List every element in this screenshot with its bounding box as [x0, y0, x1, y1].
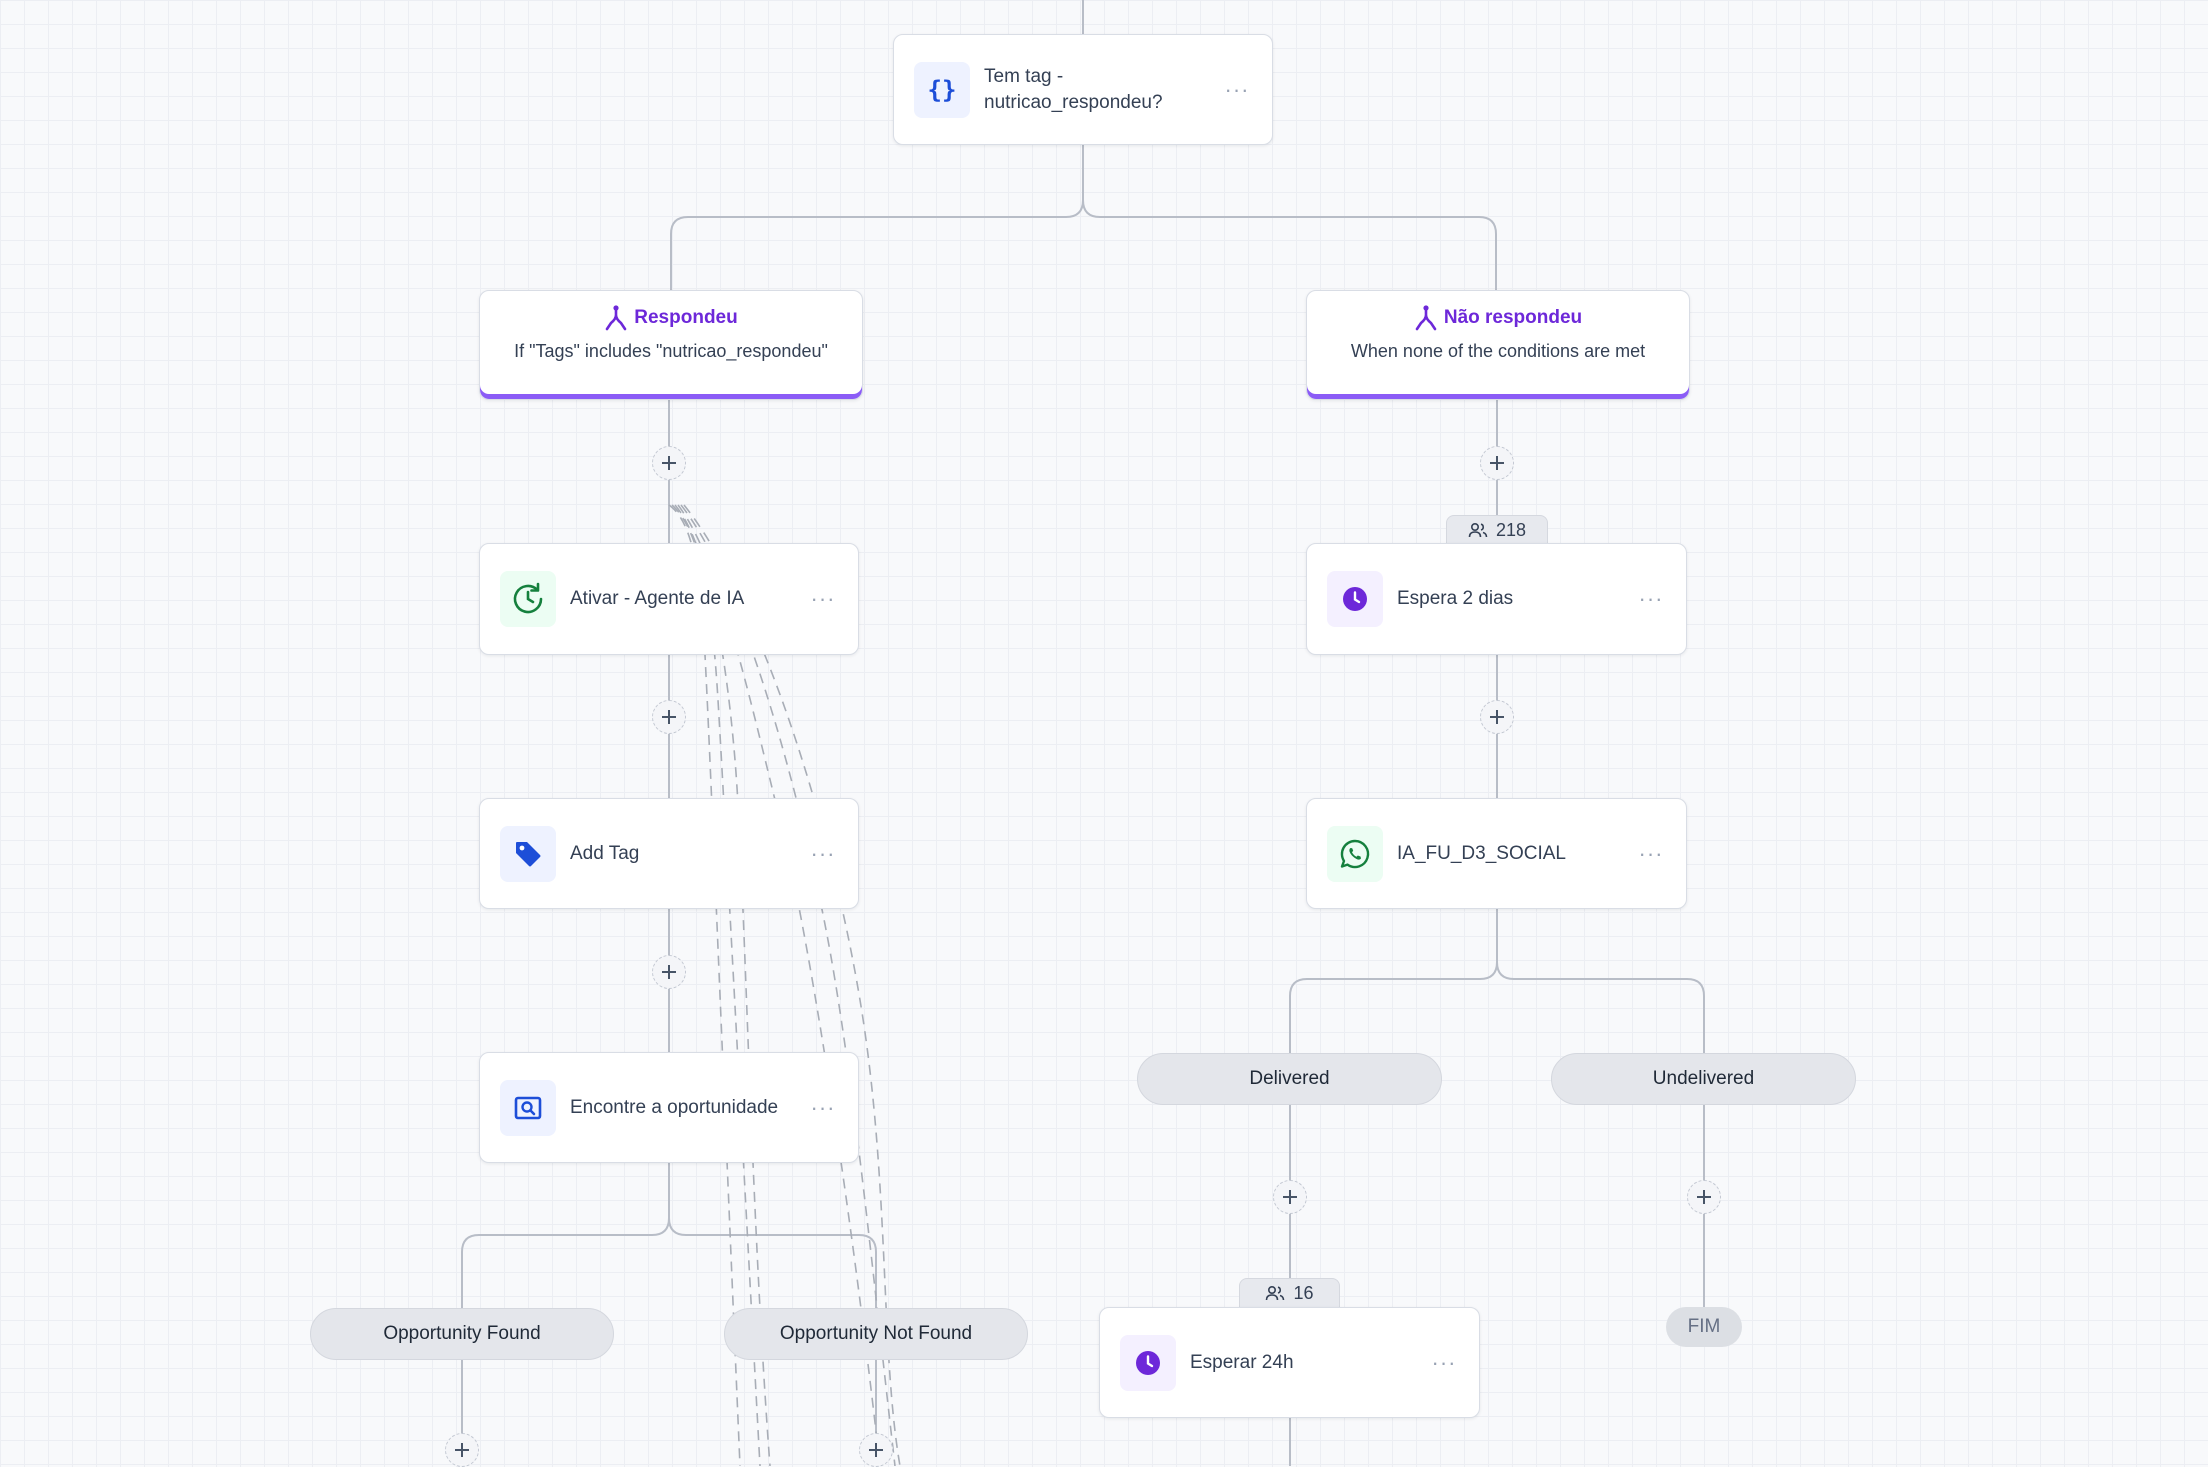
outcome-undelivered[interactable]: Undelivered: [1551, 1053, 1856, 1105]
search-box-icon: [500, 1079, 556, 1136]
node-label: Ativar - Agente de IA: [570, 588, 745, 610]
outcome-opportunity-not-found[interactable]: Opportunity Not Found: [724, 1308, 1028, 1360]
clock-icon: [1120, 1334, 1176, 1391]
branch-title-row: Não respondeu: [1307, 305, 1689, 331]
contacts-waiting-badge: 218: [1446, 515, 1548, 544]
branch-nao-respondeu[interactable]: Não respondeu When none of the condition…: [1306, 290, 1690, 400]
plus-icon: [1697, 1190, 1711, 1204]
node-label: Encontre a oportunidade: [570, 1096, 779, 1118]
outcome-opportunity-found[interactable]: Opportunity Found: [310, 1308, 614, 1360]
branch-title-row: Respondeu: [480, 305, 862, 331]
outcome-delivered[interactable]: Delivered: [1137, 1053, 1442, 1105]
branch-condition: When none of the conditions are met: [1350, 341, 1646, 361]
more-options-icon[interactable]: ···: [810, 840, 836, 866]
node-label: Esperar 24h: [1190, 1351, 1294, 1373]
more-options-icon[interactable]: ···: [1224, 76, 1250, 102]
action-node-encontre-oportunidade[interactable]: Encontre a oportunidade ···: [479, 1052, 859, 1163]
branch-condition: If "Tags" includes "nutricao_respondeu": [514, 341, 828, 361]
action-node-ativar-agente[interactable]: Ativar - Agente de IA ···: [479, 543, 859, 655]
plus-icon: [869, 1443, 883, 1457]
clock-refresh-icon: [500, 571, 556, 627]
end-node-fim[interactable]: FIM: [1666, 1307, 1742, 1347]
node-label: Add Tag: [570, 842, 640, 864]
contacts-waiting-badge: 16: [1239, 1278, 1340, 1307]
wait-node-esperar-24h[interactable]: Esperar 24h ···: [1099, 1307, 1480, 1418]
node-label: Espera 2 dias: [1397, 588, 1514, 610]
condition-label-line1: Tem tag -: [984, 65, 1064, 87]
plus-icon: [1490, 710, 1504, 724]
more-options-icon[interactable]: ···: [1638, 586, 1664, 611]
add-step-button[interactable]: [652, 700, 686, 734]
add-step-button[interactable]: [859, 1433, 893, 1467]
more-options-icon[interactable]: ···: [1431, 1349, 1457, 1375]
users-icon: [1266, 1285, 1285, 1301]
wait-node-espera-2-dias[interactable]: Espera 2 dias ···: [1306, 543, 1687, 655]
clock-icon: [1327, 571, 1383, 627]
tag-icon: [500, 825, 556, 882]
plus-icon: [662, 965, 676, 979]
more-options-icon[interactable]: ···: [810, 1094, 836, 1120]
condition-node-tem-tag[interactable]: {} Tem tag - nutricao_respondeu? ···: [893, 34, 1273, 145]
add-step-button[interactable]: [1480, 446, 1514, 480]
add-step-button[interactable]: [652, 955, 686, 989]
add-step-button[interactable]: [1273, 1180, 1307, 1214]
add-step-button[interactable]: [1480, 700, 1514, 734]
more-options-icon[interactable]: ···: [1638, 840, 1664, 866]
node-label: IA_FU_D3_SOCIAL: [1397, 842, 1566, 864]
whatsapp-node-ia-fu-d3-social[interactable]: IA_FU_D3_SOCIAL ···: [1306, 798, 1687, 909]
more-options-icon[interactable]: ···: [810, 586, 836, 611]
whatsapp-icon: [1327, 825, 1383, 882]
contacts-count: 16: [1293, 1282, 1314, 1303]
plus-icon: [662, 456, 676, 470]
users-icon: [1468, 522, 1488, 538]
plus-icon: [1490, 456, 1504, 470]
plus-icon: [662, 710, 676, 724]
add-step-button[interactable]: [652, 446, 686, 480]
action-node-add-tag[interactable]: Add Tag ···: [479, 798, 859, 909]
add-step-button[interactable]: [1687, 1180, 1721, 1214]
plus-icon: [1283, 1190, 1297, 1204]
plus-icon: [455, 1443, 469, 1457]
condition-node-label: Tem tag - nutricao_respondeu?: [984, 64, 1222, 115]
contacts-count: 218: [1495, 519, 1527, 540]
fork-icon: [605, 305, 627, 331]
fork-icon: [1415, 305, 1437, 331]
braces-icon: {}: [914, 61, 970, 118]
add-step-button[interactable]: [445, 1433, 479, 1467]
branch-respondeu[interactable]: Respondeu If "Tags" includes "nutricao_r…: [479, 290, 863, 400]
condition-label-line2: nutricao_respondeu?: [984, 91, 1163, 113]
branch-title: Não respondeu: [1443, 307, 1583, 328]
branch-title: Respondeu: [634, 307, 738, 328]
